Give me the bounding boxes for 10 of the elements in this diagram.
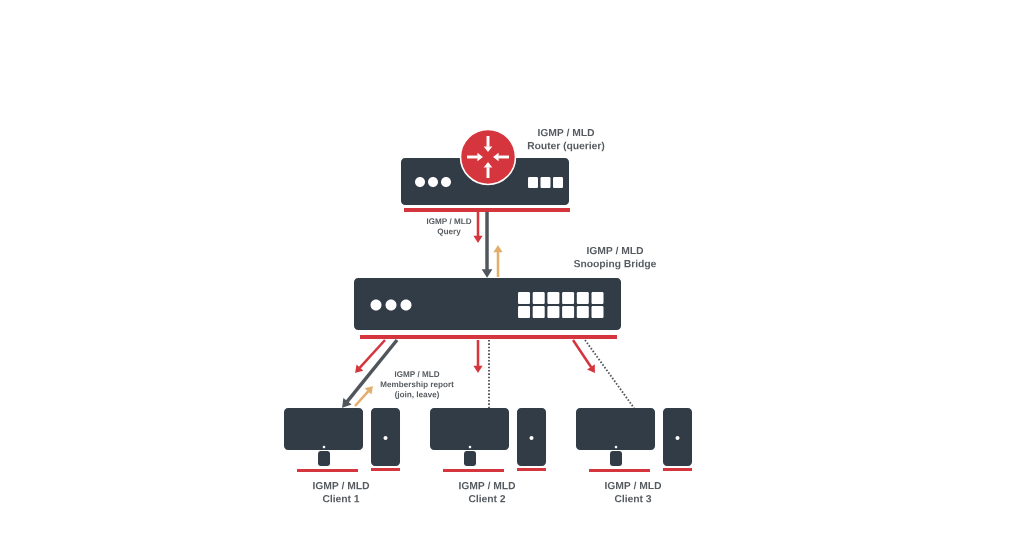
device-label: IGMP / MLD Client 2 <box>459 481 516 503</box>
device-label: IGMP / MLD Client 1 <box>313 481 370 503</box>
device-label: IGMP / MLD Router (querier) <box>527 128 605 152</box>
connector-line <box>584 339 635 409</box>
message-label: IGMP / MLD Query <box>426 218 472 236</box>
device-label: IGMP / MLD Client 3 <box>605 481 662 503</box>
connector-line <box>488 339 490 409</box>
message-label: IGMP / MLD Membership report (join, leave) <box>380 371 454 399</box>
arrow <box>342 338 399 408</box>
device-label: IGMP / MLD Snooping Bridge <box>573 246 656 270</box>
